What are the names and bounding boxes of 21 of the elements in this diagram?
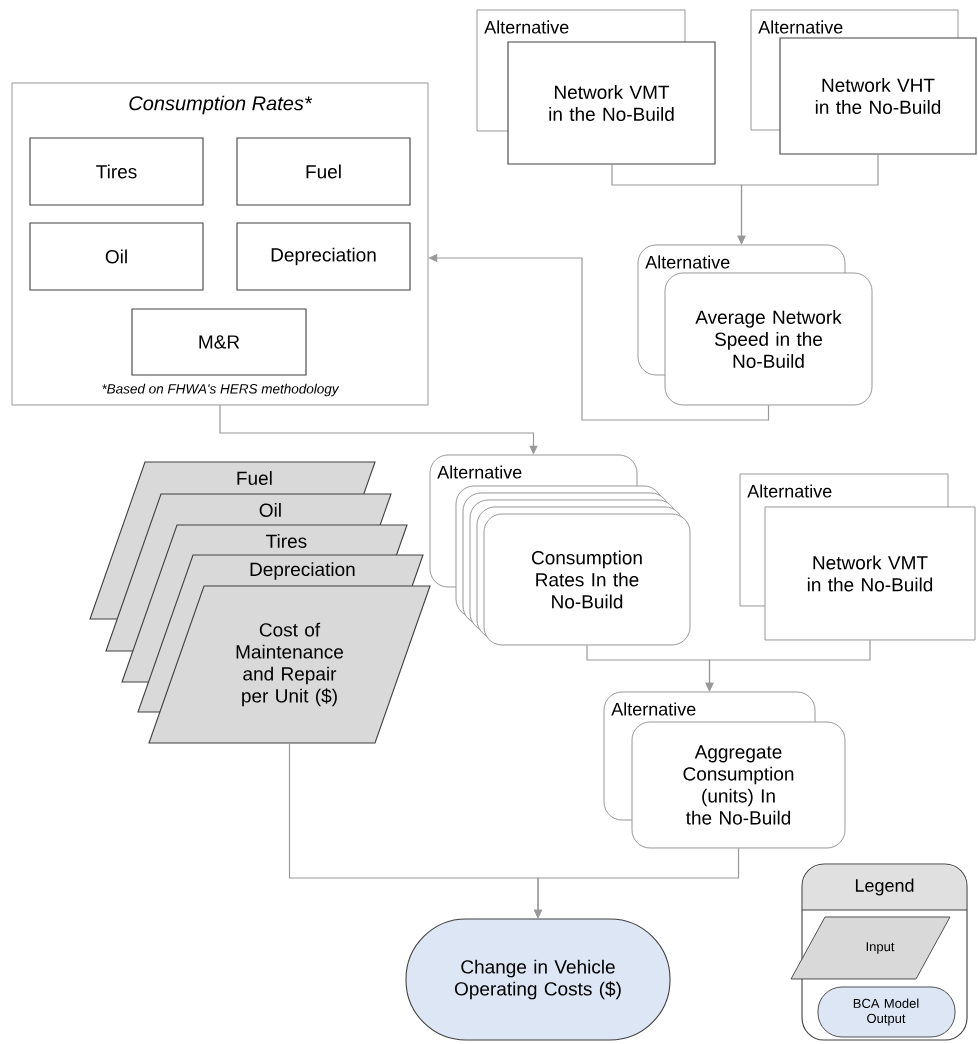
node-label: Alternative xyxy=(484,20,569,34)
process-box: Tires xyxy=(29,137,204,206)
legend-item: Input xyxy=(790,916,951,980)
stacked-box: Alternative Network VMT in the No-Build xyxy=(476,9,716,165)
node-label: Cost of Maintenance and Repair per Unit ($) xyxy=(236,622,344,707)
node-label: Alternative xyxy=(747,484,832,498)
node-label: Alternative xyxy=(645,255,730,269)
stacked-box: Alternative Aggregate Consumption (units) In the No-Build xyxy=(603,691,846,849)
stacked-box: Alternative Average Network Speed in the No-Build xyxy=(637,244,873,406)
legend-title: Legend xyxy=(855,878,914,896)
stacked-box: Alternative Network VMT in the No-Build xyxy=(739,473,976,641)
process-box: Oil xyxy=(29,222,204,291)
stacked-box: Alternative Consumption Rates In the No-Build xyxy=(429,454,691,646)
stacked-box: Alternative Network VHT in the No-Build xyxy=(750,9,977,155)
input-parallelogram-stack: Fuel Oil Tires Depreciation Cost of Maintenance and Repair per Unit ($) xyxy=(89,461,431,744)
legend-item: BCA Model Output xyxy=(817,986,956,1038)
process-box: M&R xyxy=(131,308,307,376)
process-box: Depreciation xyxy=(236,222,411,291)
process-box: Fuel xyxy=(236,137,411,206)
output-terminal: Change in Vehicle Operating Costs ($) xyxy=(405,918,671,1041)
node-label: No-Build xyxy=(552,594,623,609)
